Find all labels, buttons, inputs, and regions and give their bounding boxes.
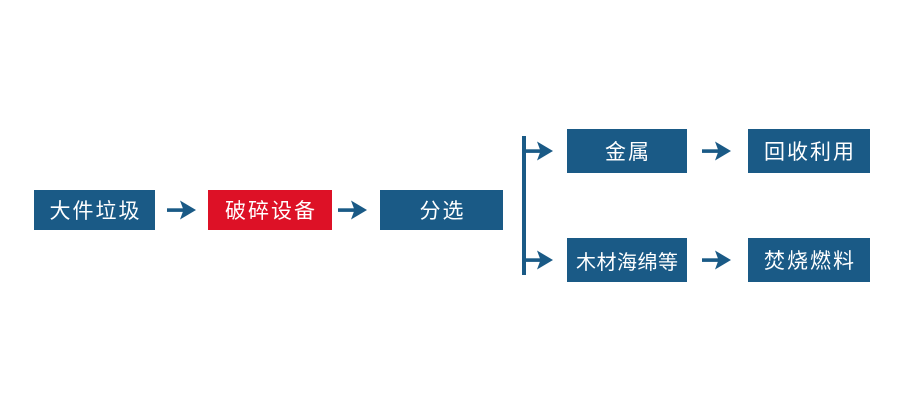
node-label: 分选 (419, 200, 466, 223)
node-label: 破碎设备 (225, 200, 317, 223)
arrow-right-icon (167, 199, 197, 221)
node-recycling: 回收利用 (748, 129, 870, 173)
arrow-right-icon (338, 199, 368, 221)
arrow-right-icon (524, 140, 554, 162)
arrow-right-icon (524, 249, 554, 271)
node-label: 木材海绵等 (576, 251, 679, 274)
node-crushing-equipment: 破碎设备 (208, 190, 332, 230)
arrow-right-icon (702, 249, 732, 271)
arrow-right-icon (702, 140, 732, 162)
node-incineration-fuel: 焚烧燃料 (748, 238, 870, 282)
node-bulky-waste: 大件垃圾 (34, 190, 155, 230)
node-wood-sponge: 木材海绵等 (567, 238, 687, 282)
node-label: 焚烧燃料 (764, 250, 856, 273)
node-sorting: 分选 (380, 190, 503, 230)
branch-connector-line (522, 136, 526, 275)
node-metal: 金属 (567, 129, 687, 173)
node-label: 金属 (605, 141, 651, 164)
node-label: 大件垃圾 (49, 200, 142, 223)
node-label: 回收利用 (764, 141, 856, 164)
